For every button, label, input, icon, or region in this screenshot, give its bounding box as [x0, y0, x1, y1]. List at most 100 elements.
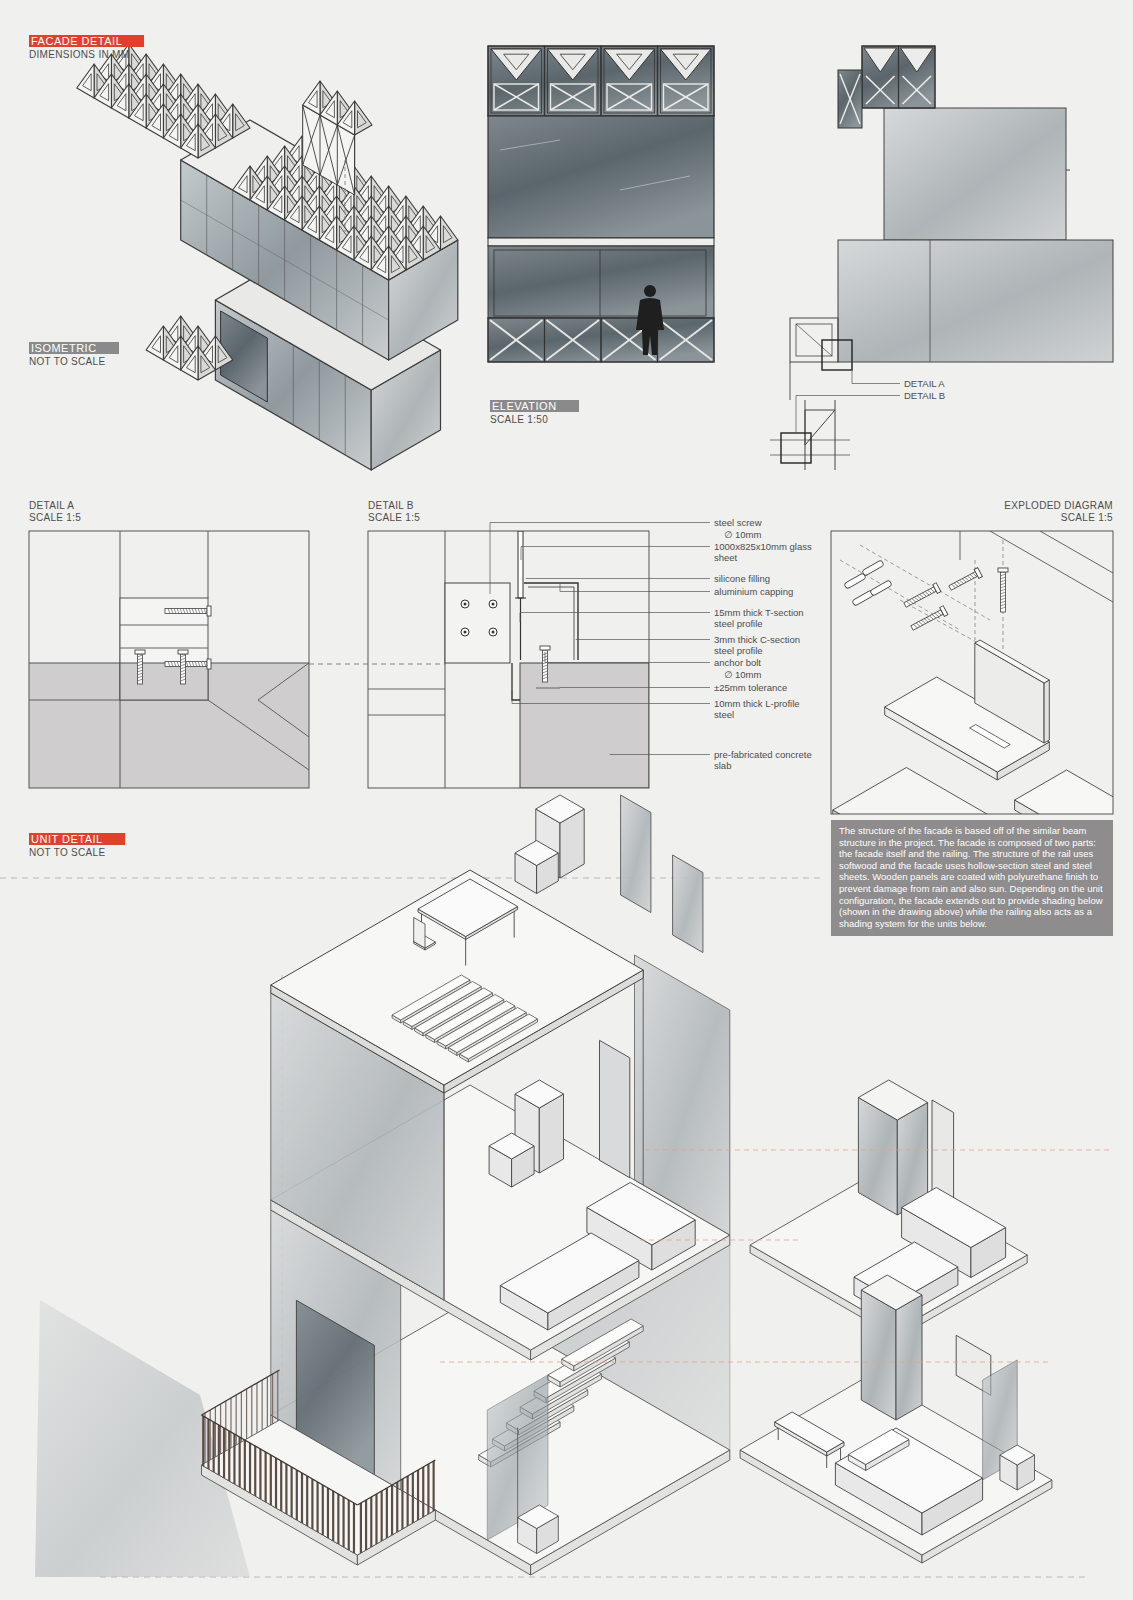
drawing-shape — [417, 1470, 419, 1520]
description-box: The structure of the facade is based off… — [831, 820, 1113, 936]
drawing-shape — [285, 196, 302, 230]
view-heading: ELEVATION — [490, 400, 579, 412]
drawing-shape — [914, 596, 918, 601]
drawing-shape — [848, 1430, 909, 1465]
drawing-shape — [345, 160, 346, 232]
drawing-shape — [171, 609, 173, 614]
drawing-shape — [275, 1458, 277, 1508]
drawing-shape — [187, 356, 196, 373]
dimension-callout: ∅ 10mm — [724, 669, 814, 680]
drawing-shape — [1001, 601, 1006, 603]
drawing-shape — [202, 1416, 204, 1466]
drawing-shape — [277, 1371, 278, 1421]
drawing-shape — [1000, 1445, 1035, 1465]
detail-frame: DETAIL ASCALE 1:5 — [29, 500, 309, 524]
drawing-shape — [440, 1362, 1050, 1363]
drawing-shape — [251, 1386, 252, 1436]
drawing-shape — [433, 1461, 435, 1511]
drawing-shape — [239, 176, 248, 193]
drawing-shape — [308, 216, 317, 233]
drawing-shape — [181, 679, 186, 681]
drawing-group — [165, 606, 211, 616]
drawing-shape — [343, 111, 352, 128]
drawing-shape — [117, 94, 126, 111]
drawing-shape — [547, 320, 600, 360]
drawing-shape — [465, 938, 466, 966]
drawing-shape — [959, 579, 963, 584]
drawing-shape — [138, 673, 143, 675]
drawing-shape — [218, 124, 227, 141]
drawing-shape — [201, 134, 210, 151]
drawing-shape — [492, 631, 495, 634]
drawing-shape — [464, 603, 467, 606]
drawing-shape — [29, 700, 120, 701]
drawing-shape — [921, 619, 925, 624]
drawing-shape — [543, 674, 548, 676]
drawing-shape — [198, 124, 215, 158]
leader-line — [852, 356, 900, 384]
drawing-shape — [138, 664, 143, 666]
drawing-shape — [357, 1460, 435, 1505]
drawing-shape — [389, 246, 406, 280]
drawing-group — [910, 606, 948, 633]
drawing-shape — [152, 114, 161, 131]
drawing-shape — [1001, 586, 1006, 588]
drawing-shape — [146, 326, 163, 360]
drawing-shape — [1001, 607, 1006, 609]
drawing-shape — [168, 662, 170, 667]
drawing-shape — [930, 588, 934, 593]
drawing-shape — [932, 614, 936, 619]
drawing-shape — [960, 531, 961, 560]
drawing-shape — [917, 595, 921, 600]
drawing-shape — [181, 667, 186, 669]
drawing-shape — [181, 655, 186, 657]
drawing-shape — [515, 598, 526, 660]
drawing-shape — [1001, 592, 1006, 594]
drawing-shape — [368, 531, 649, 788]
part-callout: 1000x825x10mm glass sheet — [714, 541, 814, 563]
drawing-shape — [896, 1295, 922, 1420]
drawing-shape — [660, 320, 713, 360]
drawing-shape — [407, 1476, 409, 1526]
drawing-shape — [658, 318, 715, 362]
drawing-shape — [957, 581, 961, 586]
drawing-shape — [290, 206, 299, 223]
drawing-shape — [464, 631, 467, 634]
drawing-shape — [358, 111, 367, 128]
drawing-shape — [254, 1446, 256, 1496]
drawing-shape — [444, 1085, 445, 1300]
drawing-shape — [494, 84, 539, 110]
drawing-shape — [181, 658, 186, 660]
drawing-shape — [922, 592, 926, 597]
leader-line — [560, 583, 710, 592]
leader-line — [512, 690, 710, 704]
drawing-shape — [129, 94, 146, 128]
drawing-shape — [536, 688, 560, 689]
drawing-shape — [414, 918, 425, 949]
drawing-shape — [840, 74, 860, 124]
drawing-shape — [259, 1449, 261, 1499]
drawing-shape — [848, 577, 862, 585]
leader-line — [576, 639, 710, 641]
drawing-shape — [204, 662, 206, 667]
drawing-shape — [874, 584, 888, 592]
drawing-shape — [874, 584, 888, 592]
drawing-shape — [489, 628, 497, 636]
drawing-shape — [949, 572, 978, 590]
drawing-shape — [320, 115, 337, 185]
drawing-shape — [928, 589, 932, 594]
drawing-shape — [1001, 604, 1006, 606]
drawing-shape — [83, 74, 92, 91]
drawing-shape — [1001, 598, 1006, 600]
drawing-shape — [856, 594, 870, 602]
drawing-shape — [303, 81, 320, 115]
drawing-shape — [500, 1233, 639, 1313]
drawing-shape — [460, 1014, 538, 1059]
drawing-shape — [201, 356, 210, 373]
drawing-shape — [233, 1434, 235, 1484]
drawing-shape — [604, 49, 655, 113]
drawing-shape — [838, 240, 1113, 362]
drawing-shape — [320, 115, 321, 175]
drawing-shape — [342, 1497, 344, 1547]
